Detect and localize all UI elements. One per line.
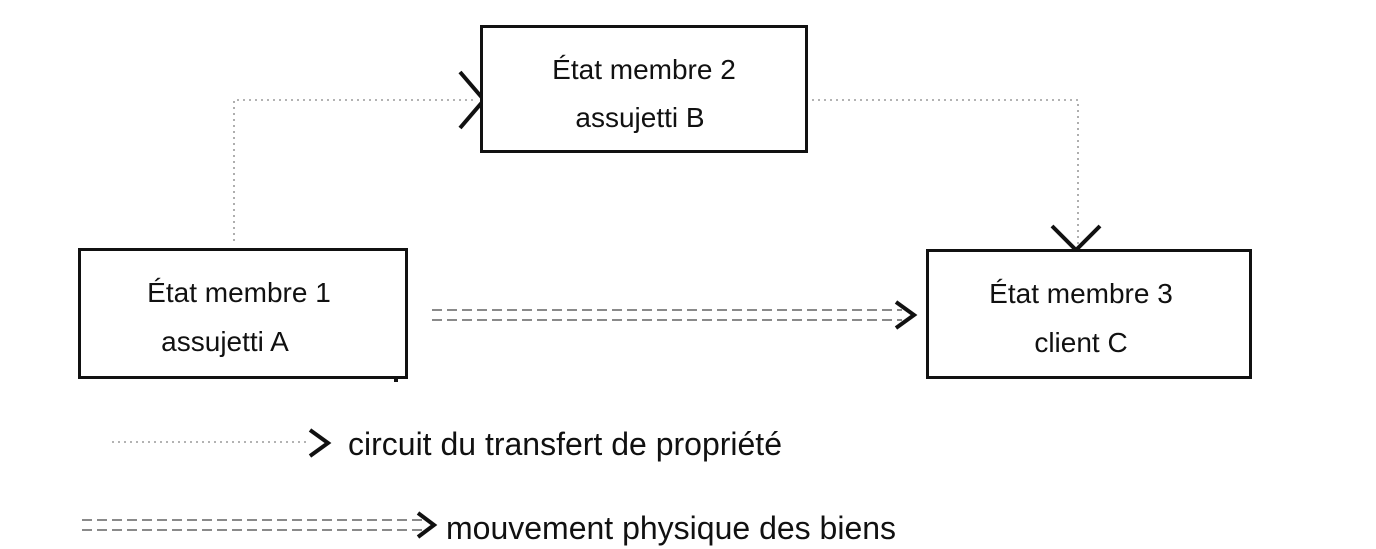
legend-transfer-label: circuit du transfert de propriété	[348, 426, 782, 462]
legend-transfer-sample	[112, 428, 332, 458]
legend-dashed-arrowhead	[416, 511, 438, 539]
member-state-2-title: État membre 2	[552, 54, 736, 85]
member-state-3-party: client C	[1034, 327, 1128, 358]
physical-movement-flow	[432, 300, 918, 330]
member-state-3-box: État membre 3 client C	[926, 249, 1252, 379]
ownership-line-a-to-b	[233, 99, 476, 241]
member-state-1-title: État membre 1	[147, 277, 331, 308]
movement-arrowhead-into-c	[894, 300, 918, 330]
legend-movement-sample	[82, 511, 438, 539]
member-state-2-party: assujetti B	[575, 102, 705, 133]
member-state-1-box: État membre 1 assujetti A	[78, 248, 408, 379]
ownership-arrowhead-into-c	[1050, 224, 1102, 253]
member-state-1-party: assujetti A	[161, 326, 289, 357]
ownership-line-b-to-c	[812, 99, 1079, 244]
legend-movement-label: mouvement physique des biens	[446, 510, 897, 546]
legend-dotted-arrowhead	[308, 428, 332, 458]
member-state-3-title: État membre 3	[989, 278, 1173, 309]
member-state-2-box: État membre 2 assujetti B	[480, 25, 808, 153]
